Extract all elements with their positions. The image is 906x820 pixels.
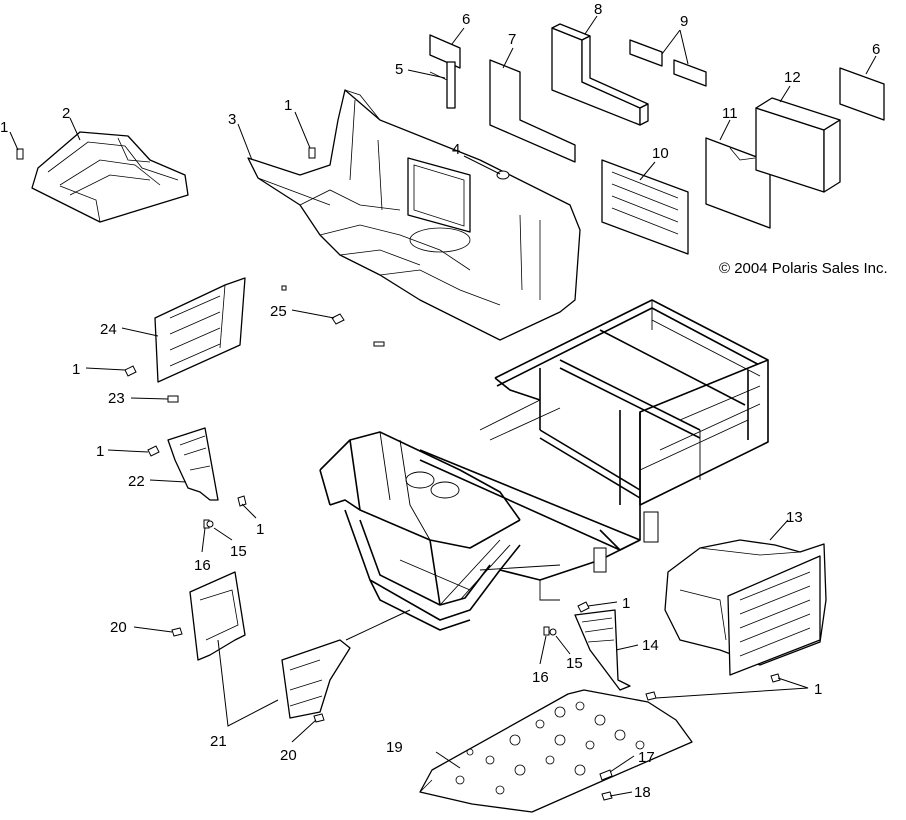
fastener-16-15-right bbox=[543, 626, 557, 636]
part-9-strips bbox=[629, 39, 707, 87]
fastener-1-right-a bbox=[577, 601, 590, 613]
callout-1: 1 bbox=[814, 681, 822, 698]
callout-2: 2 bbox=[62, 105, 70, 122]
callout-17: 17 bbox=[638, 749, 655, 766]
part-8-foam bbox=[551, 23, 649, 126]
callout-1: 1 bbox=[256, 521, 264, 538]
callout-18: 18 bbox=[634, 784, 651, 801]
fastener-1-left-b bbox=[147, 445, 160, 457]
part-21-left-panel bbox=[189, 571, 246, 661]
callout-6: 6 bbox=[872, 41, 880, 58]
fastener-1-top bbox=[308, 147, 316, 159]
callout-14: 14 bbox=[642, 637, 659, 654]
callout-1: 1 bbox=[284, 97, 292, 114]
callout-1: 1 bbox=[0, 119, 8, 136]
callout-4: 4 bbox=[452, 141, 460, 158]
main-chassis-frame bbox=[319, 299, 769, 631]
fastener-1-left-a bbox=[124, 365, 137, 377]
part-2-floor-cover bbox=[31, 131, 189, 223]
part-22-bracket bbox=[167, 427, 219, 501]
callout-11: 11 bbox=[722, 105, 738, 122]
part-3-rear-panel bbox=[247, 89, 581, 341]
fastener-16-15-left bbox=[203, 519, 214, 529]
callout-15: 15 bbox=[566, 655, 583, 672]
copyright-notice: © 2004 Polaris Sales Inc. bbox=[719, 260, 888, 277]
callout-9: 9 bbox=[680, 13, 688, 30]
callout-7: 7 bbox=[508, 31, 516, 48]
callout-10: 10 bbox=[652, 145, 669, 162]
fastener-23 bbox=[167, 395, 179, 403]
callout-labels: 1 2 3 1 4 5 6 7 8 9 10 11 12 6 24 25 1 2… bbox=[0, 1, 880, 801]
fastener-25 bbox=[281, 285, 385, 347]
part-13-rear-fender bbox=[664, 539, 827, 676]
callout-23: 23 bbox=[108, 390, 125, 407]
part-11-panel bbox=[705, 137, 771, 229]
callout-6: 6 bbox=[462, 11, 470, 28]
part-6-panel bbox=[429, 34, 461, 69]
part-19-skid-plate bbox=[419, 689, 693, 813]
callout-1: 1 bbox=[72, 361, 80, 378]
callout-8: 8 bbox=[594, 1, 602, 18]
callout-22: 22 bbox=[128, 473, 145, 490]
fastener-1-left-c bbox=[237, 495, 247, 507]
callout-20: 20 bbox=[110, 619, 127, 636]
part-14-bracket bbox=[574, 609, 631, 691]
part-21-lower-panel bbox=[281, 639, 351, 719]
callout-24: 24 bbox=[100, 321, 117, 338]
skid-plate-holes bbox=[455, 701, 645, 795]
part-10-vent-panel bbox=[601, 159, 689, 255]
callout-12: 12 bbox=[784, 69, 801, 86]
callout-15: 15 bbox=[230, 543, 247, 560]
fastener-17-18 bbox=[599, 769, 613, 801]
fastener-1-right-b bbox=[645, 673, 781, 701]
callout-21: 21 bbox=[210, 733, 227, 750]
part-6-right-panel bbox=[839, 67, 885, 121]
callout-5: 5 bbox=[395, 61, 403, 78]
part-5-strip bbox=[429, 61, 456, 109]
part-12-block bbox=[755, 97, 841, 193]
callout-19: 19 bbox=[386, 739, 403, 756]
callout-1: 1 bbox=[96, 443, 104, 460]
callout-13: 13 bbox=[786, 509, 803, 526]
callout-16: 16 bbox=[532, 669, 549, 686]
callout-25: 25 bbox=[270, 303, 287, 320]
fastener-4 bbox=[496, 170, 510, 180]
fastener-1-top-left bbox=[16, 148, 24, 160]
callout-1: 1 bbox=[622, 595, 630, 612]
part-24-side-panel bbox=[154, 277, 246, 383]
part-7-insulation bbox=[489, 59, 576, 163]
callout-3: 3 bbox=[228, 111, 236, 128]
callout-20: 20 bbox=[280, 747, 297, 764]
callout-16: 16 bbox=[194, 557, 211, 574]
leader-lines bbox=[9, 15, 877, 797]
